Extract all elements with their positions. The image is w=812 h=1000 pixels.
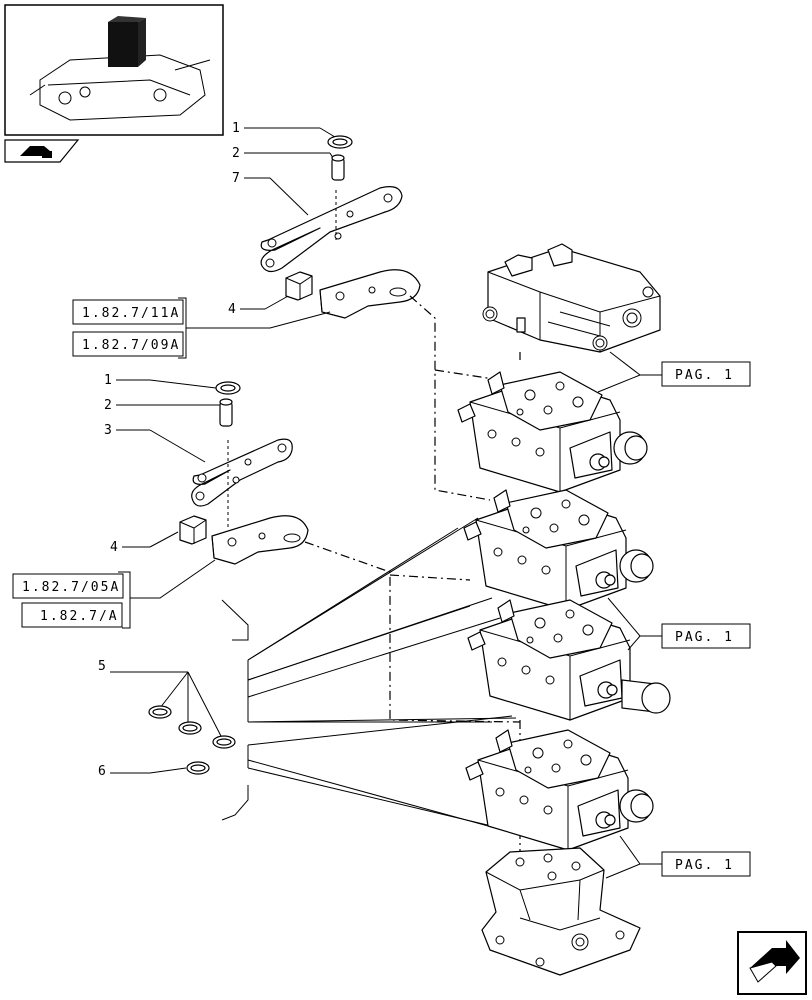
- o-ring-part: [186, 761, 210, 775]
- pag-ref-mid[interactable]: PAG. 1: [661, 623, 751, 649]
- callout-4-mid: 4: [110, 540, 118, 555]
- block-part-4: [285, 271, 313, 301]
- lever-part-3: [191, 438, 293, 530]
- svg-text:1.82.7/11A: 1.82.7/11A: [82, 306, 180, 321]
- leader-lines: [247, 517, 517, 833]
- svg-text:PAG. 1: PAG. 1: [675, 630, 734, 645]
- svg-text:PAG. 1: PAG. 1: [675, 368, 734, 383]
- base-block: [481, 847, 641, 976]
- control-valve-section-2: [463, 489, 654, 611]
- snap-ring-part: [215, 381, 241, 395]
- thumbnail-panel: [4, 4, 224, 136]
- lever-part-7: [260, 186, 403, 273]
- svg-text:PAG. 1: PAG. 1: [675, 858, 734, 873]
- bracket-arm-part: [319, 269, 421, 319]
- o-ring-part: [148, 705, 172, 719]
- bracket-arm-part: [211, 515, 309, 565]
- svg-text:1.82.7/05A: 1.82.7/05A: [22, 580, 120, 595]
- callout-1-mid: 1: [104, 373, 112, 388]
- callout-2-top: 2: [232, 146, 240, 161]
- callout-5: 5: [98, 659, 106, 674]
- callout-7: 7: [232, 171, 240, 186]
- pin-part: [219, 398, 233, 427]
- snap-ring-part: [327, 135, 353, 149]
- next-page-arrow-icon[interactable]: [737, 931, 807, 995]
- book-arrow-icon[interactable]: [4, 139, 80, 163]
- ref-box-05a[interactable]: 1.82.7/05A: [12, 573, 124, 599]
- ref-box-11a[interactable]: 1.82.7/11A: [72, 299, 184, 325]
- callout-4-top: 4: [228, 302, 236, 317]
- cover-block-top: [482, 243, 661, 353]
- o-ring-part: [178, 721, 202, 735]
- pin-part: [331, 154, 345, 181]
- callout-1-top: 1: [232, 121, 240, 136]
- callout-2-mid: 2: [104, 398, 112, 413]
- control-valve-section-4: [465, 729, 654, 851]
- pag-ref-top[interactable]: PAG. 1: [661, 361, 751, 387]
- o-ring-part: [212, 735, 236, 749]
- callout-6: 6: [98, 764, 106, 779]
- tractor-hitch-thumbnail: [29, 16, 211, 121]
- block-part-4: [179, 515, 207, 545]
- control-valve-section-1: [457, 371, 648, 493]
- control-valve-section-3: [467, 599, 671, 721]
- pag-ref-bottom[interactable]: PAG. 1: [661, 851, 751, 877]
- ref-box-a[interactable]: 1.82.7/A: [21, 602, 123, 628]
- svg-text:1.82.7/09A: 1.82.7/09A: [82, 338, 180, 353]
- ref-box-09a[interactable]: 1.82.7/09A: [72, 331, 184, 357]
- callout-3: 3: [104, 423, 112, 438]
- svg-text:1.82.7/A: 1.82.7/A: [40, 609, 119, 624]
